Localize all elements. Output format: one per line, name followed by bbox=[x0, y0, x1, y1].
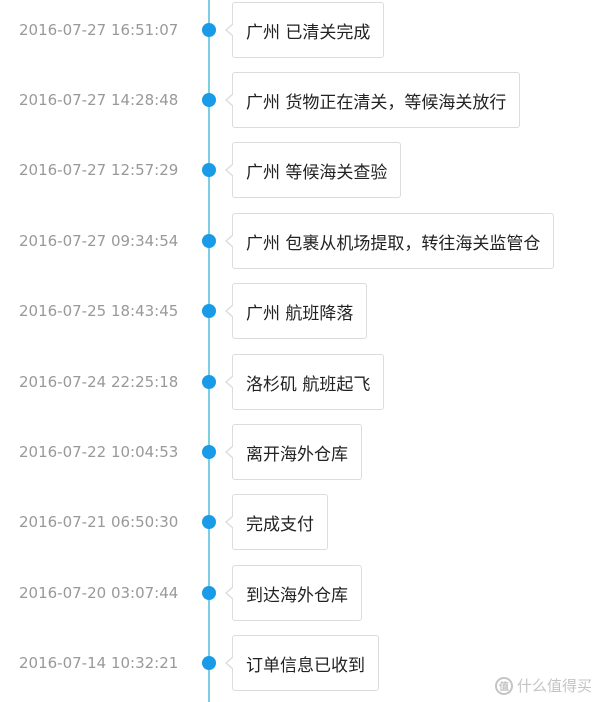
watermark: 值 什么值得买 bbox=[494, 675, 592, 696]
timeline-entry: 2016-07-25 18:43:45 广州 航班降落 bbox=[0, 281, 600, 341]
entry-timestamp: 2016-07-14 10:32:21 bbox=[19, 654, 179, 672]
entry-status: 洛杉矶 航班起飞 bbox=[224, 354, 385, 410]
entry-timestamp: 2016-07-22 10:04:53 bbox=[19, 443, 179, 461]
timeline-dot-icon bbox=[202, 515, 216, 529]
timeline-entry: 2016-07-24 22:25:18 洛杉矶 航班起飞 bbox=[0, 352, 600, 412]
entry-status: 到达海外仓库 bbox=[225, 565, 362, 621]
entry-status: 订单信息已收到 bbox=[225, 635, 379, 691]
watermark-text: 什么值得买 bbox=[516, 677, 592, 695]
timeline-dot-icon bbox=[202, 93, 216, 107]
timeline-dot-icon bbox=[202, 304, 216, 318]
entry-timestamp: 2016-07-25 18:43:45 bbox=[19, 302, 179, 320]
timeline-dot-icon bbox=[202, 445, 216, 459]
entry-timestamp: 2016-07-27 16:51:07 bbox=[19, 21, 179, 39]
entry-status: 广州 等候海关查验 bbox=[224, 142, 402, 198]
timeline-entry: 2016-07-27 14:28:48 广州 货物正在清关，等候海关放行 bbox=[0, 70, 600, 130]
entry-timestamp: 2016-07-27 09:34:54 bbox=[19, 232, 179, 250]
timeline-dot-icon bbox=[202, 234, 216, 248]
entry-timestamp: 2016-07-27 12:57:29 bbox=[19, 161, 179, 179]
entry-status: 完成支付 bbox=[225, 494, 328, 550]
entry-status: 广州 包裹从机场提取，转往海关监管仓 bbox=[224, 213, 555, 269]
timeline-dot-icon bbox=[202, 375, 216, 389]
timeline-entry: 2016-07-21 06:50:30 完成支付 bbox=[0, 492, 600, 552]
timeline-dot-icon bbox=[202, 586, 216, 600]
timeline-entry: 2016-07-27 09:34:54 广州 包裹从机场提取，转往海关监管仓 bbox=[0, 211, 600, 271]
timeline-dot-icon bbox=[202, 163, 216, 177]
entry-timestamp: 2016-07-21 06:50:30 bbox=[19, 513, 179, 531]
entry-status: 离开海外仓库 bbox=[225, 424, 362, 480]
entry-status: 广州 航班降落 bbox=[224, 283, 368, 339]
entry-status: 广州 已清关完成 bbox=[224, 2, 385, 58]
timeline-entry: 2016-07-27 12:57:29 广州 等候海关查验 bbox=[0, 140, 600, 200]
entry-status: 广州 货物正在清关，等候海关放行 bbox=[224, 72, 521, 128]
entry-timestamp: 2016-07-20 03:07:44 bbox=[19, 584, 179, 602]
timeline-entry: 2016-07-22 10:04:53 离开海外仓库 bbox=[0, 422, 600, 482]
timeline-entry: 2016-07-20 03:07:44 到达海外仓库 bbox=[0, 563, 600, 623]
timeline-entry: 2016-07-14 10:32:21 订单信息已收到 bbox=[0, 633, 600, 693]
entry-timestamp: 2016-07-27 14:28:48 bbox=[19, 91, 179, 109]
timeline-line bbox=[208, 0, 210, 702]
timeline-dot-icon bbox=[202, 23, 216, 37]
zhi-icon: 值 bbox=[494, 676, 513, 695]
timeline-dot-icon bbox=[202, 656, 216, 670]
entry-timestamp: 2016-07-24 22:25:18 bbox=[19, 373, 179, 391]
timeline-entry: 2016-07-27 16:51:07 广州 已清关完成 bbox=[0, 0, 600, 60]
